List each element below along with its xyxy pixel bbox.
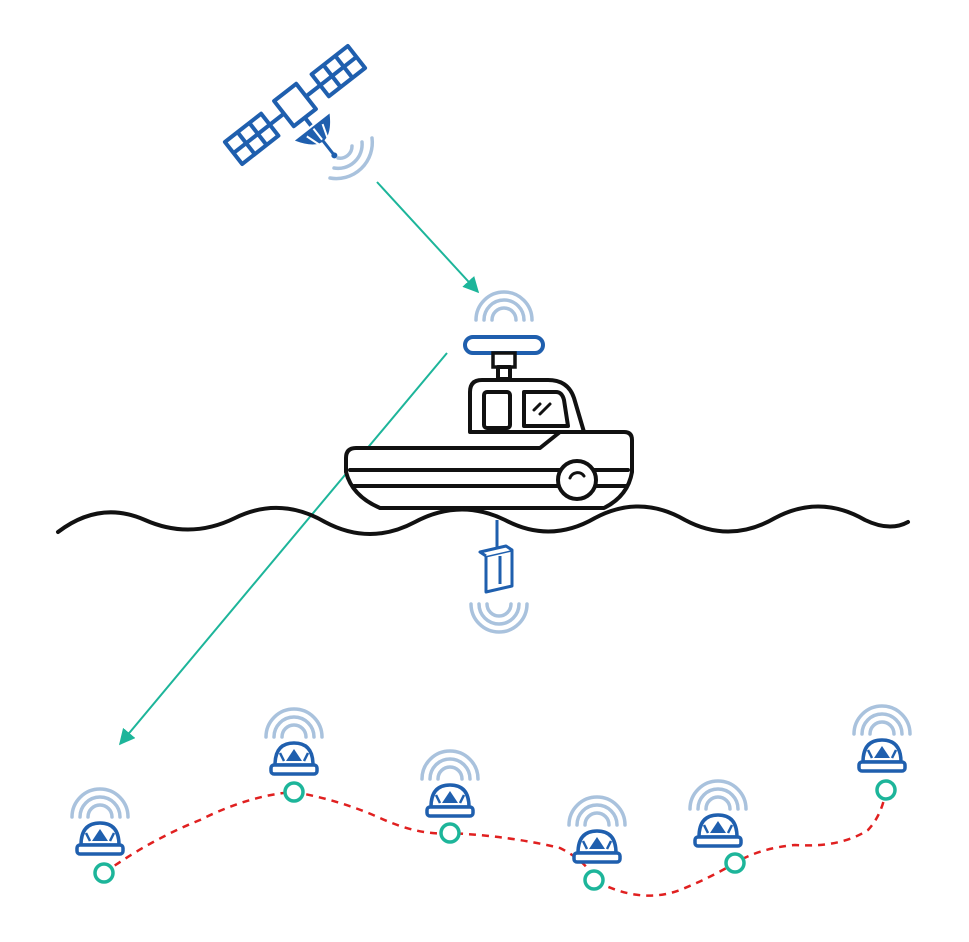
- beacon-node-marker: [583, 869, 605, 891]
- seabed-beacon-icon: [852, 704, 912, 773]
- gnss-antenna-icon: [463, 335, 545, 369]
- beacon-signal-icon: [567, 795, 627, 827]
- beacon-node-marker: [93, 862, 115, 884]
- beacon-node-marker: [875, 779, 897, 801]
- transducer-icon: [478, 544, 514, 594]
- satellite-signal-icon: [328, 136, 375, 181]
- beacon-signal-icon: [264, 707, 324, 739]
- seabed-beacon-icon: [70, 787, 130, 856]
- beacon-signal-icon: [852, 704, 912, 736]
- beacon-node-marker: [724, 852, 746, 874]
- satellite-icon: [222, 43, 368, 167]
- seabed-beacon-icon: [420, 749, 480, 818]
- beacon-node-marker: [439, 822, 461, 844]
- seabed-beacon-group: [70, 704, 912, 891]
- seabed-profile-line: [103, 789, 888, 897]
- seabed-beacon-icon: [688, 779, 748, 848]
- satellite-to-antenna-arrow: [376, 181, 480, 294]
- seabed-beacon-icon: [264, 707, 324, 776]
- transducer-signal-icon: [469, 602, 529, 634]
- beacon-node-marker: [283, 781, 305, 803]
- seabed-beacon-icon: [567, 795, 627, 864]
- beacon-signal-icon: [420, 749, 480, 781]
- survey-boat-icon: [344, 365, 634, 510]
- antenna-to-beacon-arrow: [118, 352, 448, 746]
- sea-surface-line: [56, 504, 910, 536]
- gnss-antenna-signal-icon: [474, 290, 534, 322]
- beacon-signal-icon: [688, 779, 748, 811]
- beacon-signal-icon: [70, 787, 130, 819]
